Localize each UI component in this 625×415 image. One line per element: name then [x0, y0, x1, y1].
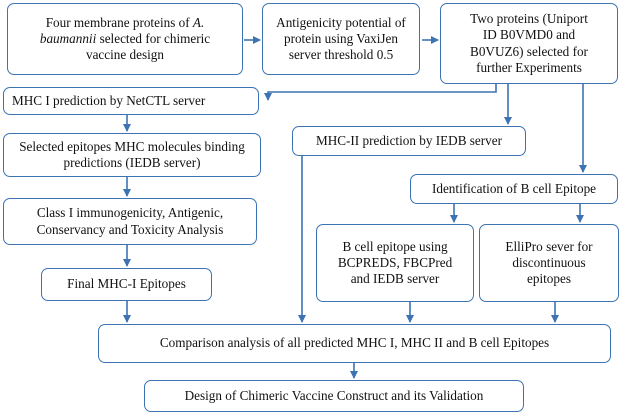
- final-mhc1-text: Final MHC-I Epitopes: [67, 276, 186, 292]
- antigenicity-line-3: server threshold 0.5: [288, 47, 394, 63]
- mhc2-prediction-text: MHC-II prediction by IEDB server: [315, 132, 503, 148]
- class1-analysis-line-2: Conservancy and Toxicity Analysis: [36, 221, 224, 237]
- two-proteins-line-4: further Experiments: [476, 59, 582, 75]
- box-class1-analysis: Class I immunogenicity, Antigenic, Conse…: [3, 198, 257, 245]
- two-proteins-line-3: B0VUZ6) selected for: [470, 43, 588, 59]
- design-text: Design of Chimeric Vaccine Construct and…: [184, 387, 484, 403]
- box-final-mhc1: Final MHC-I Epitopes: [41, 268, 212, 301]
- antigenicity-line-1: Antigenicity potential of: [276, 14, 406, 30]
- bcell-epitope-line-3: and IEDB server: [350, 271, 440, 287]
- box-comparison-analysis: Comparison analysis of all predicted MHC…: [98, 324, 611, 363]
- box-mhc1-prediction: MHC I prediction by NetCTL server: [3, 87, 259, 115]
- comparison-text: Comparison analysis of all predicted MHC…: [159, 335, 550, 351]
- box-two-proteins: Two proteins (Uniport ID B0VMD0 and B0VU…: [440, 3, 618, 84]
- identification-bcell-text: Identification of B cell Epitope: [431, 180, 597, 196]
- four-proteins-text-2: selected for chimeric: [96, 30, 211, 46]
- mhc1-prediction-text: MHC I prediction by NetCTL server: [12, 92, 206, 108]
- four-proteins-text-3: vaccine design: [85, 47, 164, 63]
- four-proteins-italic-2: baumannii: [39, 30, 97, 46]
- arrow-two-to-mhc1: [264, 84, 497, 101]
- ellipro-line-1: ElliPro sever for: [505, 238, 593, 254]
- selected-epitopes-line-1: Selected epitopes MHC molecules binding: [19, 138, 245, 154]
- box-mhc2-prediction: MHC-II prediction by IEDB server: [292, 126, 526, 156]
- box-identification-bcell: Identification of B cell Epitope: [410, 174, 618, 204]
- box-bcell-epitope-tools: B cell epitope using BCPREDS, FBCPred an…: [316, 224, 474, 302]
- antigenicity-line-2: protein using VaxiJen: [283, 30, 399, 46]
- two-proteins-line-2: ID B0VMD0 and: [482, 27, 576, 43]
- bcell-epitope-line-2: BCPREDS, FBCPred: [337, 254, 453, 270]
- box-antigenicity-potential: Antigenicity potential of protein using …: [262, 3, 420, 75]
- four-proteins-italic-1: A.: [192, 14, 205, 30]
- two-proteins-line-1: Two proteins (Uniport: [470, 11, 588, 27]
- ellipro-line-3: epitopes: [527, 271, 571, 287]
- box-selected-epitopes: Selected epitopes MHC molecules binding …: [3, 133, 261, 177]
- class1-analysis-line-1: Class I immunogenicity, Antigenic,: [36, 205, 224, 221]
- selected-epitopes-line-2: predictions (IEDB server): [63, 155, 201, 170]
- four-proteins-text-1: Four membrane proteins of: [45, 14, 193, 30]
- box-design-vaccine: Design of Chimeric Vaccine Construct and…: [144, 380, 524, 412]
- box-four-membrane-proteins: Four membrane proteins of A. baumannii s…: [7, 3, 243, 75]
- ellipro-line-2: discontinuous: [512, 254, 586, 270]
- box-ellipro: ElliPro sever for discontinuous epitopes: [479, 224, 619, 302]
- bcell-epitope-line-1: B cell epitope using: [342, 238, 448, 254]
